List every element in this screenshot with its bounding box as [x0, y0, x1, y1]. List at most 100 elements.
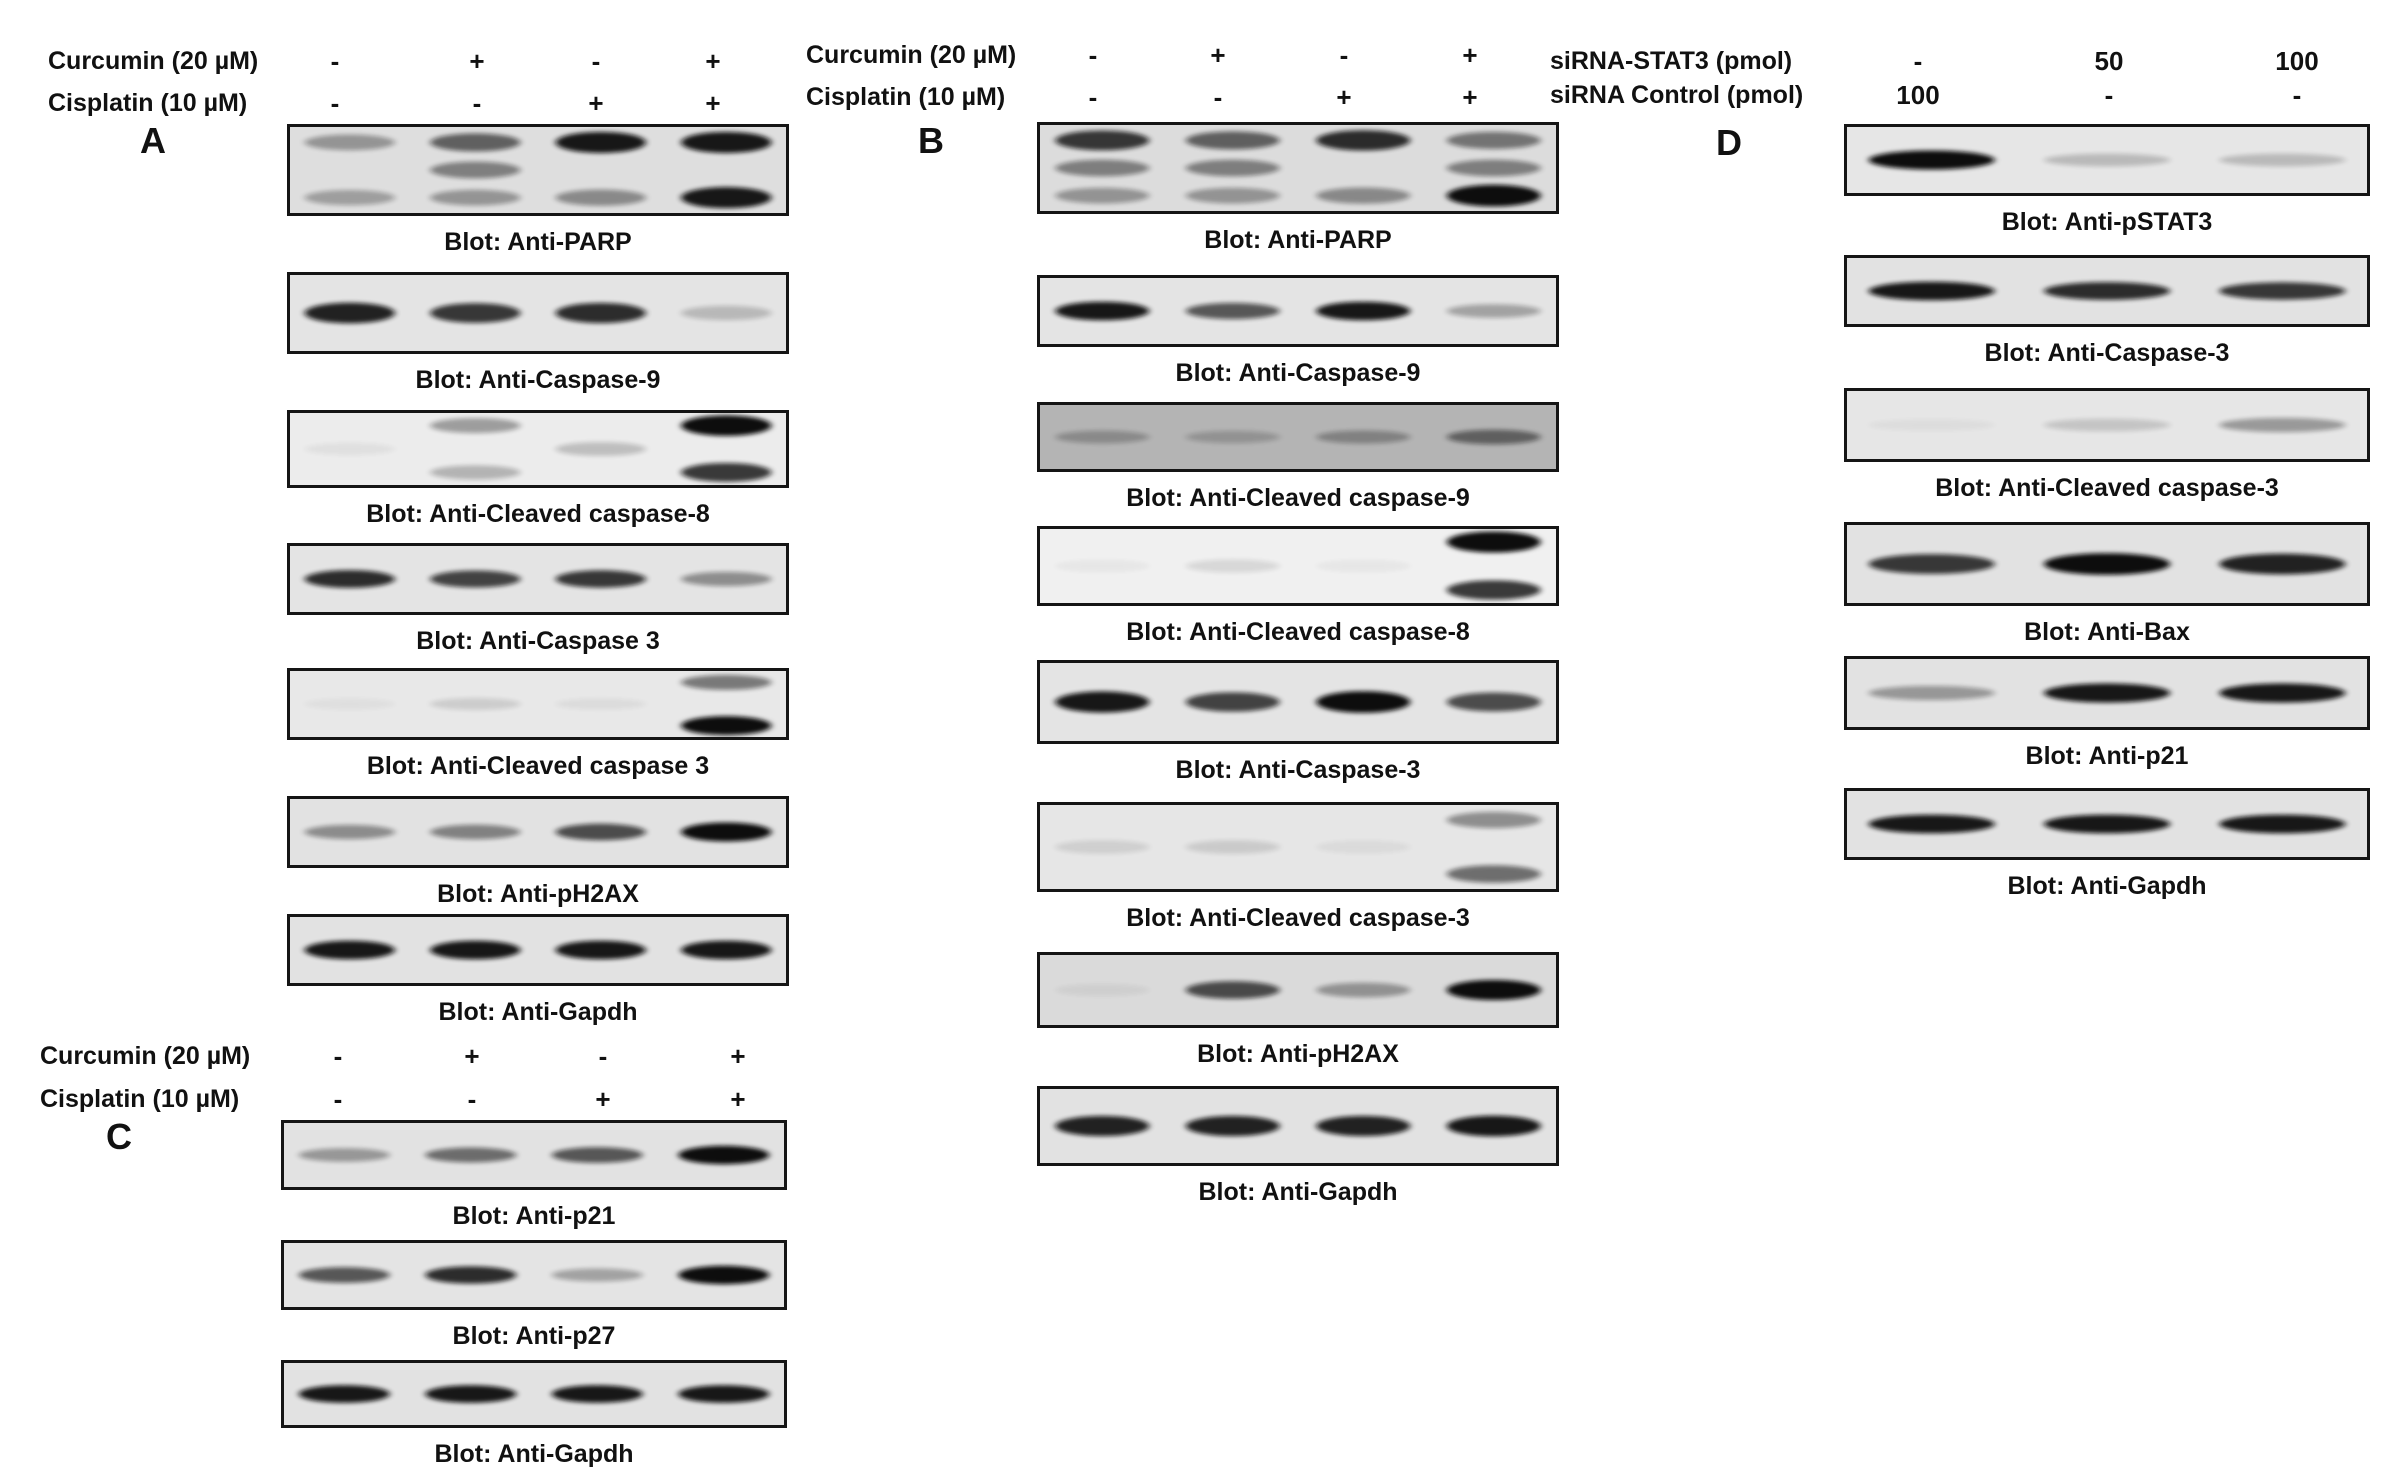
panel-b-blot-4-caption: Blot: Anti-Cleaved caspase-8 — [1126, 618, 1470, 646]
band-lane-1-1 — [304, 302, 395, 324]
blot-border — [1844, 522, 2370, 606]
band-lane-4-1 — [681, 822, 772, 842]
band-lane-1-1 — [298, 1148, 390, 1162]
panel-c-blot-1 — [281, 1120, 787, 1190]
band-lane-2-1 — [1185, 981, 1280, 999]
band-lane-2-1 — [1185, 840, 1280, 854]
band-lane-2-1 — [430, 570, 521, 588]
panel-b-condition-2-lane-2: - — [1213, 82, 1223, 112]
band-lane-3-1 — [2219, 153, 2346, 167]
band-lane-1-2 — [1055, 159, 1150, 177]
band-lane-4-2 — [681, 716, 772, 736]
panel-b-blot-8 — [1037, 1086, 1559, 1166]
band-lane-3-1 — [1316, 982, 1411, 998]
panel-c-letter: C — [106, 1116, 132, 1157]
band-lane-3-1 — [555, 442, 646, 456]
panel-d-condition-1-lane-2: 50 — [2094, 46, 2124, 76]
panel-d-blot-3-caption: Blot: Anti-Cleaved caspase-3 — [1935, 474, 2279, 502]
panel-a-blot-2 — [287, 272, 789, 354]
panel-d-condition-1-lane-3: 100 — [2275, 46, 2319, 76]
panel-a-blot-2-caption: Blot: Anti-Caspase-9 — [415, 366, 661, 394]
band-lane-3-1 — [555, 131, 646, 153]
band-lane-4-1 — [1446, 692, 1541, 712]
band-lane-3-2 — [555, 189, 646, 206]
band-lane-3-1 — [1316, 840, 1411, 854]
band-lane-2-1 — [1185, 430, 1280, 444]
band-lane-4-2 — [1446, 580, 1541, 600]
blot-border — [1037, 526, 1559, 606]
band-lane-3-1 — [2219, 282, 2346, 300]
band-lane-3-1 — [1316, 430, 1411, 444]
band-lane-2-1 — [1185, 1115, 1280, 1137]
blot-border — [281, 1360, 787, 1428]
band-lane-3-1 — [2219, 417, 2346, 433]
panel-d-blot-6-caption: Blot: Anti-Gapdh — [2007, 872, 2207, 900]
band-lane-4-1 — [678, 1385, 770, 1403]
panel-a-blot-6 — [287, 796, 789, 868]
panel-a-condition-2-lane-2: - — [472, 88, 482, 118]
band-lane-1-1 — [304, 940, 395, 960]
panel-a-blot-3-caption: Blot: Anti-Cleaved caspase-8 — [366, 500, 710, 528]
band-lane-3-1 — [555, 823, 646, 841]
panel-b-blot-3-caption: Blot: Anti-Cleaved caspase-9 — [1126, 484, 1470, 512]
band-lane-3-1 — [2219, 683, 2346, 703]
band-lane-1-1 — [1055, 983, 1150, 997]
panel-c-condition-1-lane-1: - — [333, 1041, 343, 1071]
blot-border — [1037, 275, 1559, 347]
band-lane-1-1 — [1055, 430, 1150, 444]
panel-d-blot-5 — [1844, 656, 2370, 730]
blot-border — [287, 914, 789, 986]
panel-a-letter: A — [140, 120, 166, 161]
band-lane-1-1 — [1055, 1115, 1150, 1137]
band-lane-4-1 — [1446, 304, 1541, 318]
blot-border — [287, 272, 789, 354]
band-lane-2-2 — [1185, 159, 1280, 177]
panel-d-condition-2-lane-2: - — [2104, 80, 2114, 110]
panel-a-condition-1-label: Curcumin (20 µM) — [48, 47, 259, 75]
band-lane-2-1 — [430, 940, 521, 960]
band-lane-3-1 — [555, 302, 646, 324]
blot-border — [1844, 388, 2370, 462]
panel-d-blot-4-caption: Blot: Anti-Bax — [2024, 618, 2190, 646]
band-lane-3-1 — [555, 698, 646, 710]
panel-d-blot-1-caption: Blot: Anti-pSTAT3 — [2001, 208, 2213, 236]
band-lane-2-3 — [1185, 187, 1280, 204]
band-lane-1-1 — [1055, 691, 1150, 713]
panel-c-blot-1-caption: Blot: Anti-p21 — [452, 1202, 616, 1230]
panel-b-blot-8-caption: Blot: Anti-Gapdh — [1198, 1178, 1398, 1206]
panel-b-blot-1-caption: Blot: Anti-PARP — [1204, 226, 1392, 254]
band-lane-2-3 — [430, 189, 521, 206]
band-lane-4-2 — [681, 462, 772, 482]
band-lane-3-1 — [551, 1147, 643, 1163]
band-lane-2-1 — [2043, 814, 2171, 834]
panel-d-blot-2-caption: Blot: Anti-Caspase-3 — [1984, 339, 2230, 367]
panel-c-blot-2-caption: Blot: Anti-p27 — [452, 1322, 616, 1350]
panel-c-condition-2-label: Cisplatin (10 µM) — [40, 1085, 240, 1113]
band-lane-2-2 — [430, 465, 521, 480]
panel-b-blot-6 — [1037, 802, 1559, 892]
blot-border — [1037, 122, 1559, 214]
band-lane-2-1 — [2043, 553, 2171, 575]
panel-a-blot-7-caption: Blot: Anti-Gapdh — [438, 998, 638, 1026]
band-lane-2-1 — [1185, 131, 1280, 150]
blot-border — [1844, 124, 2370, 196]
blot-border — [1037, 402, 1559, 472]
panel-b-condition-2-lane-1: - — [1088, 82, 1098, 112]
band-lane-2-1 — [430, 824, 521, 840]
blot-border — [1037, 1086, 1559, 1166]
band-lane-1-1 — [1055, 559, 1150, 573]
band-lane-2-1 — [1185, 692, 1280, 712]
band-lane-3-1 — [551, 1385, 643, 1403]
panel-a-blot-7 — [287, 914, 789, 986]
panel-b-blot-6-caption: Blot: Anti-Cleaved caspase-3 — [1126, 904, 1470, 932]
band-lane-4-1 — [681, 131, 772, 153]
band-lane-3-1 — [1316, 691, 1411, 713]
band-lane-4-1 — [681, 674, 772, 690]
band-lane-4-1 — [1446, 979, 1541, 1001]
band-lane-4-1 — [678, 1145, 770, 1165]
panel-a-condition-1-lane-3: - — [591, 46, 601, 76]
band-lane-3-1 — [2219, 814, 2346, 834]
panel-a-condition-2-lane-3: + — [588, 88, 604, 118]
panel-d-letter: D — [1716, 122, 1742, 163]
panel-c-condition-2-lane-4: + — [730, 1084, 746, 1114]
